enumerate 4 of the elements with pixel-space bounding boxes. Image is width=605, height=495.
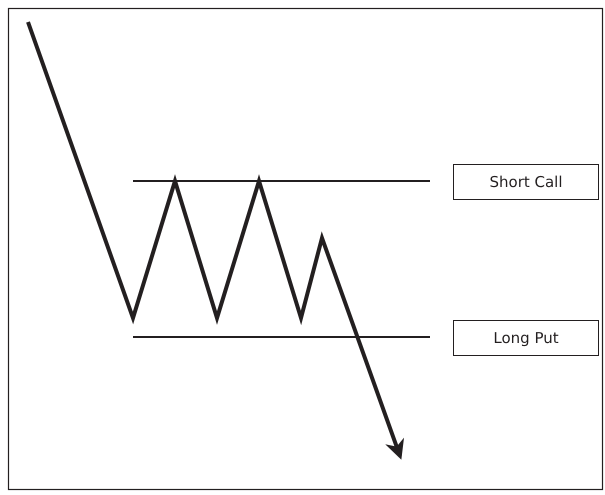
label-box (453, 164, 599, 200)
box-label: Short Call (489, 173, 563, 191)
label-box (453, 320, 599, 356)
box-label: Long Put (493, 329, 559, 347)
